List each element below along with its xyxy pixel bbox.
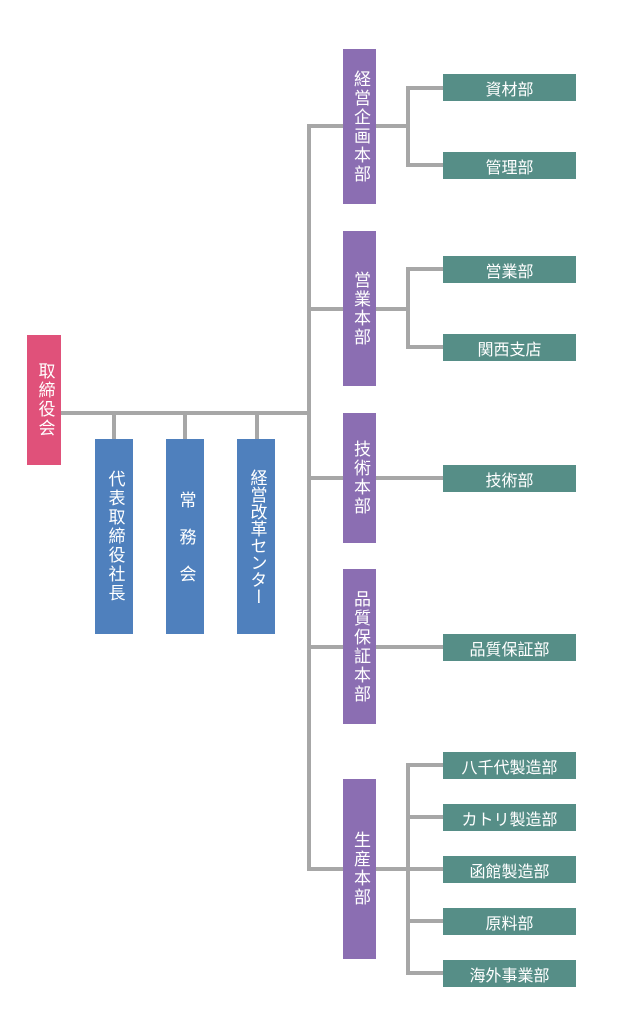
dept-raw-materials-box: 原料部 (443, 908, 576, 935)
dept-hakodate-manufacturing-box: 函館製造部 (443, 856, 576, 883)
exec-managing-committee-box: 常 務 会 (166, 439, 204, 634)
dept-branch-4 (375, 645, 445, 649)
dept-stub-2 (375, 307, 408, 311)
division-branch-1 (307, 124, 345, 128)
dept-yachiyo-manufacturing-box: 八千代製造部 (443, 752, 576, 779)
dept-quality-assurance-box: 品質保証部 (443, 634, 576, 661)
exec-drop-line-1 (112, 413, 116, 441)
dept-technology-box: 技術部 (443, 465, 576, 492)
division-branch-4 (307, 645, 345, 649)
dept-branch-2a (406, 267, 445, 271)
division-sales-box: 営業本部 (343, 231, 376, 386)
dept-katori-manufacturing-box: カトリ製造部 (443, 804, 576, 831)
exec-reform-center-box: 経営改革センター (237, 439, 275, 634)
dept-branch-5e (406, 971, 445, 975)
dept-branch-1b (406, 163, 445, 167)
division-branch-3 (307, 476, 345, 480)
exec-drop-line-2 (183, 413, 187, 441)
exec-president-box: 代表取締役社長 (95, 439, 133, 634)
dept-stub-5 (375, 867, 408, 871)
exec-drop-line-3 (255, 413, 259, 441)
dept-branch-5c (406, 867, 445, 871)
dept-administration-box: 管理部 (443, 152, 576, 179)
division-branch-2 (307, 307, 345, 311)
dept-branch-1a (406, 86, 445, 90)
dept-branch-5a (406, 763, 445, 767)
dept-materials-box: 資材部 (443, 74, 576, 101)
dept-branch-2b (406, 345, 445, 349)
division-branch-5 (307, 867, 345, 871)
dept-stub-1 (375, 124, 408, 128)
dept-branch-3 (375, 476, 445, 480)
dept-kansai-branch-box: 関西支店 (443, 334, 576, 361)
division-corporate-planning-box: 経営企画本部 (343, 49, 376, 204)
trunk-line (307, 124, 311, 871)
division-production-box: 生産本部 (343, 779, 376, 959)
dept-sales-box: 営業部 (443, 256, 576, 283)
dept-spine-1 (406, 86, 410, 166)
division-technology-box: 技術本部 (343, 413, 376, 543)
dept-overseas-business-box: 海外事業部 (443, 960, 576, 987)
division-quality-assurance-box: 品質保証本部 (343, 569, 376, 724)
dept-branch-5d (406, 919, 445, 923)
dept-spine-2 (406, 267, 410, 348)
board-of-directors-box: 取締役会 (27, 335, 61, 465)
dept-branch-5b (406, 815, 445, 819)
